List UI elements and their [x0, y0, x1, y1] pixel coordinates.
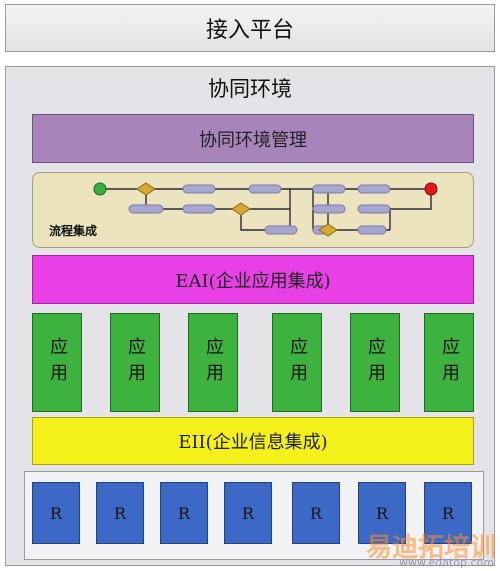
collab-mgmt-label: 协同环境管理: [199, 129, 307, 151]
resource-label: R: [375, 503, 389, 523]
flow-task: [182, 204, 216, 214]
resource-box: R: [224, 482, 272, 544]
access-platform-box: 接入平台: [5, 4, 495, 52]
application-box: 应用: [188, 313, 238, 412]
application-box: 应用: [350, 313, 400, 412]
resource-label: R: [113, 503, 127, 523]
resource-box: R: [292, 482, 340, 544]
resource-label: R: [177, 503, 191, 523]
flow-end-node: [424, 182, 438, 196]
flow-connector: [389, 189, 432, 230]
flow-gateway: [136, 182, 156, 196]
flow-task: [248, 184, 282, 194]
resource-box: R: [32, 482, 80, 544]
flow-task: [128, 204, 164, 214]
flow-task: [264, 225, 298, 235]
resource-label: R: [49, 503, 63, 523]
application-box: 应用: [272, 313, 322, 412]
application-label: 应用: [365, 336, 386, 389]
process-flow-diagram: [93, 182, 438, 237]
process-integration-box: 流程集成: [32, 172, 474, 248]
flow-task: [312, 184, 346, 194]
eii-label: EII(企业信息集成): [178, 432, 328, 453]
flow-task: [182, 184, 216, 194]
flow-task: [357, 225, 387, 235]
resource-box: R: [358, 482, 406, 544]
resource-label: R: [241, 503, 255, 523]
watermark-url: www.edatop.com: [399, 556, 494, 569]
application-label: 应用: [47, 336, 68, 389]
watermark-logo: 易迪拓培训: [365, 533, 496, 563]
eii-box: EII(企业信息集成): [32, 417, 474, 465]
access-platform-label: 接入平台: [205, 18, 294, 43]
flow-gateway: [231, 202, 251, 216]
resource-box: R: [424, 482, 472, 544]
application-box: 应用: [110, 313, 160, 412]
application-label: 应用: [203, 336, 224, 389]
application-box: 应用: [424, 313, 474, 412]
resource-box: R: [160, 482, 208, 544]
eai-label: EAI(企业应用集成): [175, 270, 331, 292]
flow-task: [312, 204, 346, 214]
resource-label: R: [309, 503, 323, 523]
application-label: 应用: [287, 336, 308, 389]
flow-connector: [145, 189, 291, 210]
eai-box: EAI(企业应用集成): [32, 255, 474, 304]
flow-task: [357, 204, 391, 214]
application-box: 应用: [32, 313, 82, 412]
flow-start-node: [93, 182, 107, 196]
resource-label: R: [441, 503, 455, 523]
application-label: 应用: [439, 336, 460, 389]
flow-task: [357, 184, 391, 194]
flow-gateway: [318, 223, 338, 237]
application-label: 应用: [125, 336, 146, 389]
collab-env-title: 协同环境: [5, 70, 495, 106]
resource-box: R: [96, 482, 144, 544]
process-integration-label: 流程集成: [49, 224, 98, 238]
collab-env-title-text: 协同环境: [208, 77, 292, 101]
collab-mgmt-box: 协同环境管理: [32, 114, 474, 163]
